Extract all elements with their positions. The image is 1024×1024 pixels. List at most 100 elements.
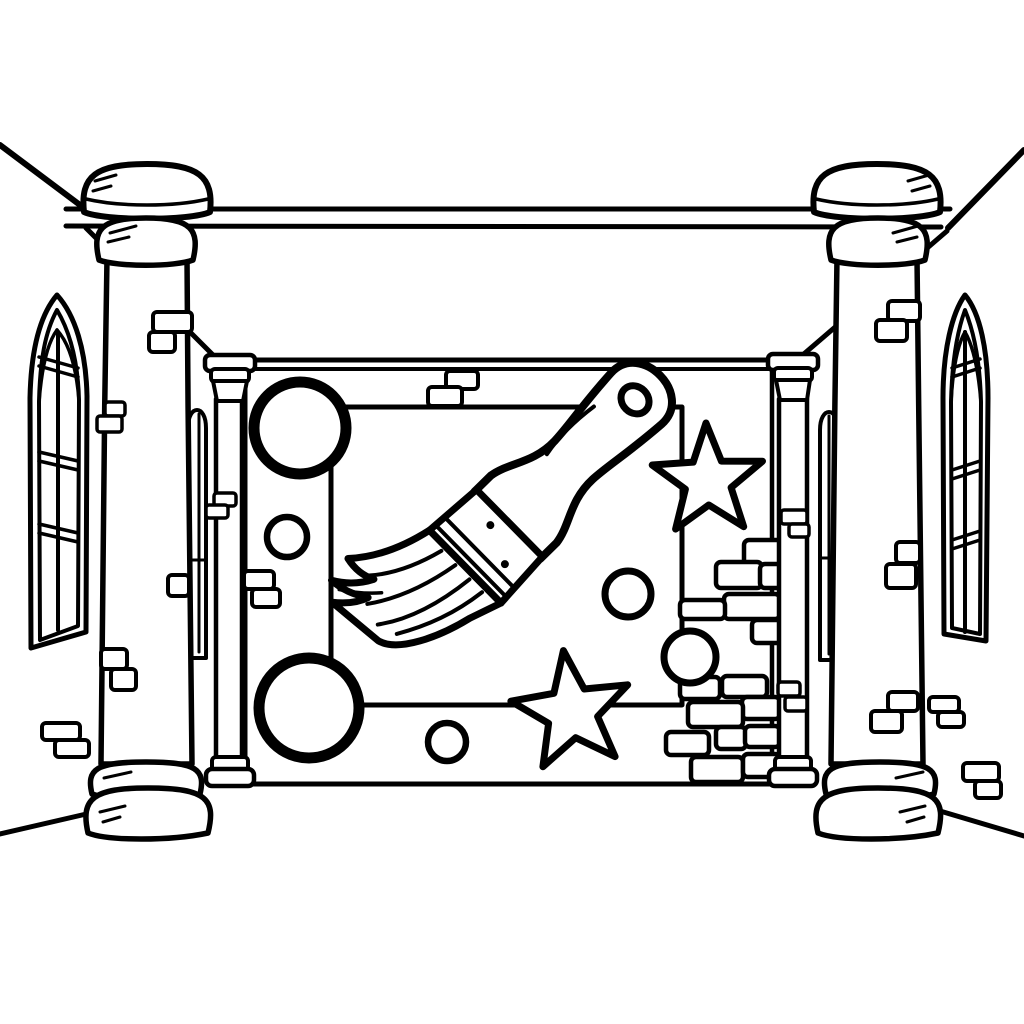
right-window-transom-2a [950,459,982,472]
mural-star-lower [507,647,632,771]
left-column-brick-4 [103,400,127,418]
left-window-transom-1b [37,364,80,379]
left-window-outer-frame [27,292,90,651]
floor-edge-left [0,809,98,837]
right-wall-brick-1 [927,695,961,714]
paintbrush-bristle-line-3 [375,577,472,627]
paintbrush-bristle-line-1 [365,548,444,578]
left-small-column-shaft [213,396,245,764]
mural-edge-brick-1 [242,569,276,591]
left-window-tracery-right [55,328,81,402]
right-column-brick-6 [869,709,904,734]
paintbrush-rivet-1 [486,521,495,530]
right-wall-brick-3 [961,761,1001,783]
floor-edge-right [937,808,1024,839]
ceiling-edge-right [945,147,1024,231]
right-column-capital-dome [810,161,944,222]
left-base-hatch-1 [102,770,133,780]
paintbrush-bristle-line-2 [365,563,458,606]
right-capital-hatch-2 [910,184,932,193]
left-window-tracery-left [37,328,59,404]
left-column-capital-groove [84,197,210,207]
right-base-hatch-1 [894,770,925,780]
mural-top-brick-2 [426,385,464,408]
brick-patch-5 [677,597,728,622]
left-column-brick-5 [95,414,124,434]
right-window-tracery-right [963,330,983,404]
right-wall-brick-2 [936,710,966,729]
left-wall-brick-1 [40,721,82,742]
brick-patch-13 [663,729,712,758]
mural-circle-small-left [263,513,311,561]
left-small-column-base-lower [203,766,257,789]
right-window-transom-1b [950,366,982,379]
brick-patch-4 [721,591,783,622]
mural-circle-small-bottom [424,719,470,765]
left-window-transom-3b [37,531,80,544]
mural-edge-brick-2 [250,587,282,609]
left-small-column-brick-2 [204,503,230,520]
right-small-column-brick-2 [787,522,811,539]
brick-patch-2 [713,559,765,591]
left-window-transom-3a [37,522,80,535]
mural-circle-mid [601,567,655,621]
right-column-capital-echinus [826,215,930,268]
left-window-transom-1a [37,355,80,370]
left-base-hatch-2 [98,804,127,814]
paintbrush-ferrule-line-top [444,517,516,590]
paintbrush-bristle-line-4 [394,590,485,636]
right-small-column-neck [774,378,812,402]
paintbrush-rivet-2 [500,560,509,569]
right-base-hatch-2 [898,804,927,814]
right-window-transom-1a [950,357,982,370]
right-column-brick-3 [894,540,922,565]
mural-circle-right [660,627,720,687]
mural-circle-large-bottom [253,652,365,764]
right-window-transom-3b [950,538,982,551]
mural-circle-large-top [248,376,352,480]
right-column-brick-2 [874,318,909,343]
right-column-brick-5 [886,690,920,713]
right-small-column-brick-4 [783,695,809,713]
left-wall-brick-2 [53,738,91,759]
left-column-brick-1 [151,310,194,334]
mural-inner-frame [328,404,685,708]
paintbrush-ferrule-line-bottom [434,524,509,599]
left-column-brick-6 [99,647,129,671]
ceiling-edge-left [0,142,91,214]
right-small-column-base-lower [766,766,820,789]
brick-patch-8 [719,673,770,700]
right-window-tracery-left [949,330,967,404]
right-small-column-brick-3 [776,680,802,698]
left-column-base-lower [83,785,214,842]
left-column-brick-7 [109,667,138,692]
brick-patch-11 [713,724,749,752]
left-window-transom-2a [37,450,80,463]
right-capital-hatch-1 [906,173,931,183]
brick-patch-10 [685,699,746,730]
paintbrush-bristle-flick [337,587,384,595]
right-window-outer-frame [940,292,991,644]
brick-patch-9 [739,694,783,722]
paintbrush-ferrule [426,486,546,607]
left-capital-hatch-1 [93,173,118,183]
left-base-hatch-3 [101,815,122,824]
left-capital-hatch-2 [91,184,113,193]
left-window-transom-2b [37,459,80,472]
paintbrush-knob-accent [637,359,670,384]
right-column-capital-groove [814,197,940,207]
left-column-brick-3 [166,573,191,598]
right-capital-hatch-4 [895,235,919,244]
right-column-base-lower [813,785,944,842]
left-column-brick-2 [147,330,177,354]
left-capital-hatch-3 [108,224,138,235]
right-window-transom-3a [950,529,982,542]
paintbrush-handle-accent [544,404,596,457]
left-capital-hatch-4 [106,235,131,244]
left-column-capital-dome [80,161,214,222]
brick-patch-14 [688,754,746,785]
brick-patch-12 [742,723,783,750]
right-base-hatch-3 [905,815,926,824]
